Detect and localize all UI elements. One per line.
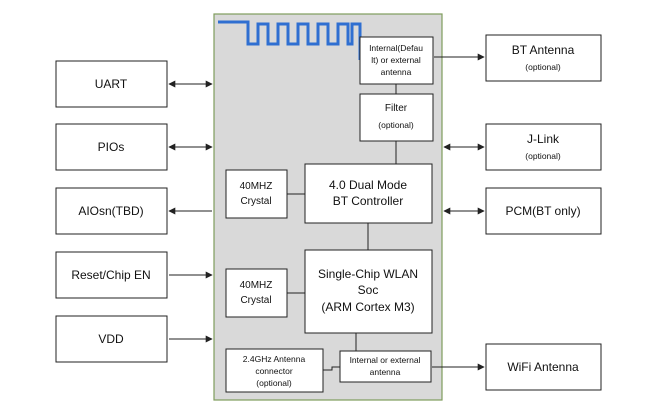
bt-controller-line-1: 4.0 Dual Mode [329, 178, 407, 192]
crystal-1-line-1: 40MHZ [240, 181, 273, 192]
crystal-1-line-2: Crystal [240, 196, 271, 207]
bt-antenna-block: BT Antenna (optional) [485, 34, 602, 82]
antenna-select-line-3: antenna [381, 67, 412, 77]
pcm-label: PCM(BT only) [505, 204, 580, 218]
pcm-block: PCM(BT only) [485, 187, 602, 235]
aiosn-block: AIOsn(TBD) [55, 187, 168, 235]
bt-antenna-note: (optional) [525, 62, 561, 72]
filter-block: Filter (optional) [359, 93, 434, 142]
crystal-1-block: 40MHZ Crystal [225, 169, 288, 219]
jlink-block: J-Link (optional) [485, 123, 602, 171]
antenna-select-line-2: lt) or external [371, 55, 421, 65]
connector-select-link [323, 366, 340, 371]
bt-antenna-title: BT Antenna [512, 43, 575, 57]
reset-block: Reset/Chip EN [55, 251, 168, 299]
antenna-select-block: Internal(Defau lt) or external antenna [359, 36, 434, 85]
antenna-connector-line-2: connector [255, 366, 292, 376]
jlink-note: (optional) [525, 151, 561, 161]
antenna-connector-block: 2.4GHz Antenna connector (optional) [225, 348, 324, 393]
wifi-antenna-select-block: Internal or external antenna [339, 350, 432, 383]
pios-block: PIOs [55, 123, 168, 171]
crystal-2-line-2: Crystal [240, 295, 271, 306]
crystal-2-line-1: 40MHZ [240, 280, 273, 291]
vdd-block: VDD [55, 315, 168, 363]
wifi-antenna-select-line-1: Internal or external [350, 355, 421, 365]
aiosn-label: AIOsn(TBD) [78, 204, 143, 218]
bt-controller-line-2: BT Controller [333, 194, 403, 208]
filter-title: Filter [385, 103, 408, 114]
wlan-soc-line-2: Soc [358, 283, 379, 297]
vdd-label: VDD [98, 332, 124, 346]
wifi-antenna-label: WiFi Antenna [507, 360, 579, 374]
wifi-antenna-select-line-2: antenna [370, 367, 401, 377]
bt-controller-block: 4.0 Dual Mode BT Controller [304, 163, 433, 224]
antenna-connector-line-3: (optional) [256, 378, 292, 388]
wlan-soc-line-3: (ARM Cortex M3) [321, 300, 414, 314]
pcb-antenna-trace [218, 20, 362, 60]
pios-label: PIOs [98, 140, 125, 154]
crystal-2-block: 40MHZ Crystal [225, 268, 288, 318]
wlan-soc-line-1: Single-Chip WLAN [318, 267, 418, 281]
jlink-title: J-Link [527, 132, 560, 146]
uart-block: UART [55, 60, 168, 108]
antenna-select-line-1: Internal(Defau [369, 43, 423, 53]
wlan-soc-block: Single-Chip WLAN Soc (ARM Cortex M3) [304, 249, 433, 334]
wifi-antenna-block: WiFi Antenna [485, 343, 602, 391]
antenna-connector-line-1: 2.4GHz Antenna [243, 354, 306, 364]
reset-label: Reset/Chip EN [71, 268, 150, 282]
filter-note: (optional) [378, 120, 414, 130]
uart-label: UART [95, 77, 128, 91]
